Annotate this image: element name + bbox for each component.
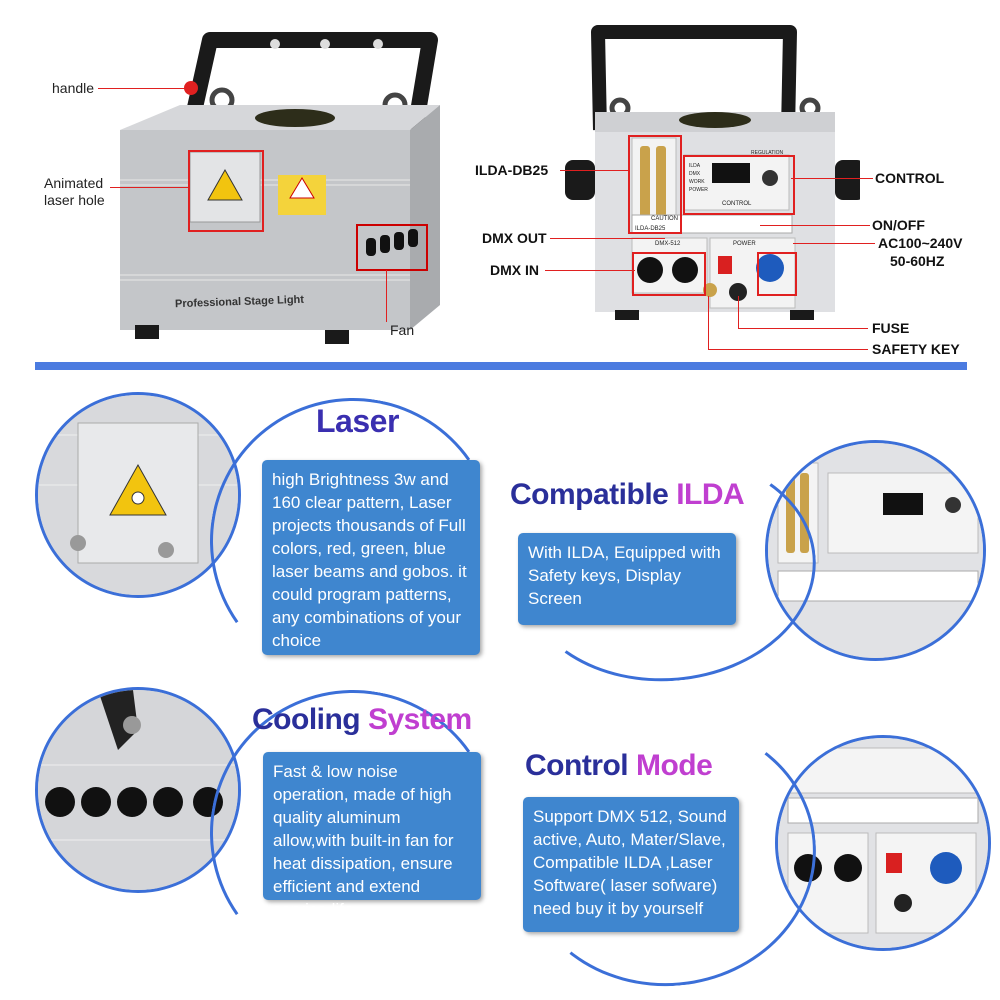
panel-led-power: POWER bbox=[689, 187, 708, 193]
ilda-title-part1: Compatible bbox=[510, 478, 677, 511]
ilda-panel-closeup bbox=[765, 440, 986, 661]
panel-power-text: POWER bbox=[733, 241, 756, 247]
fuse-callout-line-h bbox=[738, 328, 868, 329]
handle-label: handle bbox=[52, 80, 95, 96]
ilda-panel-icon bbox=[768, 443, 983, 658]
handle-callout-line bbox=[98, 88, 190, 89]
ac-label-1: AC100~240V bbox=[878, 235, 963, 251]
ilda-callout-line bbox=[560, 170, 630, 171]
laser-hole-label-1: Animated bbox=[44, 175, 104, 191]
ilda-label: ILDA-DB25 bbox=[475, 162, 549, 178]
control-callout-line bbox=[791, 178, 873, 179]
cooling-title: Cooling System bbox=[252, 703, 472, 737]
laser-title: Laser bbox=[316, 403, 399, 439]
dmx-in-callout-line bbox=[545, 270, 635, 271]
dmx-in-label: DMX IN bbox=[490, 262, 539, 278]
laser-description: high Brightness 3w and 160 clear pattern… bbox=[262, 460, 480, 655]
rear-device-image bbox=[565, 25, 865, 322]
cooling-title-part2: System bbox=[367, 703, 472, 736]
safety-callout-line-h bbox=[708, 349, 868, 350]
section-divider bbox=[35, 362, 967, 370]
fan-label: Fan bbox=[390, 322, 415, 338]
laser-hole-callout-line bbox=[110, 187, 190, 188]
fan-callout-line bbox=[386, 270, 387, 322]
fan-closeup bbox=[35, 687, 241, 893]
ilda-title-part2: ILDA bbox=[676, 478, 745, 511]
rear-view-product bbox=[560, 20, 865, 322]
front-view-product bbox=[110, 20, 440, 350]
panel-regulation-text: REGULATION bbox=[751, 150, 784, 156]
handle-marker-dot bbox=[184, 81, 198, 95]
panel-led-ilda: ILDA bbox=[689, 163, 701, 169]
power-highlight bbox=[757, 252, 797, 296]
laser-window-icon bbox=[38, 395, 238, 595]
control-title-part1: Control bbox=[525, 749, 636, 782]
laser-hole-label-2: laser hole bbox=[44, 192, 105, 208]
dmx-out-label: DMX OUT bbox=[482, 230, 547, 246]
laser-window-closeup bbox=[35, 392, 241, 598]
front-device-image bbox=[120, 32, 440, 344]
ilda-description: With ILDA, Equipped with Safety keys, Di… bbox=[518, 533, 736, 625]
dmx-highlight bbox=[632, 252, 706, 296]
panel-control-text: CONTROL bbox=[722, 201, 752, 207]
laser-hole-highlight bbox=[188, 150, 264, 232]
cooling-description: Fast & low noise operation, made of high… bbox=[263, 752, 481, 919]
control-title: Control Mode bbox=[525, 749, 713, 783]
ac-label-2: 50-60HZ bbox=[890, 253, 945, 269]
panel-led-dmx: DMX bbox=[689, 171, 701, 177]
fan-vents-icon bbox=[38, 690, 238, 890]
dmx-out-callout-line bbox=[550, 238, 665, 239]
onoff-callout-line-h bbox=[760, 225, 870, 226]
ilda-title: Compatible ILDA bbox=[510, 478, 745, 512]
panel-dmx512-text: DMX-512 bbox=[655, 241, 681, 247]
fuse-callout-line-v bbox=[738, 296, 739, 329]
cooling-title-part1: Cooling bbox=[252, 703, 368, 736]
panel-ilda-text: ILDA-DB25 bbox=[635, 226, 666, 232]
control-description: Support DMX 512, Sound active, Auto, Mat… bbox=[523, 797, 739, 932]
panel-caution-text: CAUTION bbox=[651, 216, 678, 222]
safety-key-label: SAFETY KEY bbox=[872, 341, 960, 357]
ac-callout-line bbox=[793, 243, 875, 244]
fuse-label: FUSE bbox=[872, 320, 910, 336]
control-highlight bbox=[683, 155, 795, 215]
control-label: CONTROL bbox=[875, 170, 945, 186]
panel-led-work: WORK bbox=[689, 179, 705, 185]
onoff-label: ON/OFF bbox=[872, 217, 925, 233]
safety-callout-line-v bbox=[708, 296, 709, 350]
ilda-highlight bbox=[628, 135, 682, 234]
control-title-part2: Mode bbox=[635, 749, 713, 782]
